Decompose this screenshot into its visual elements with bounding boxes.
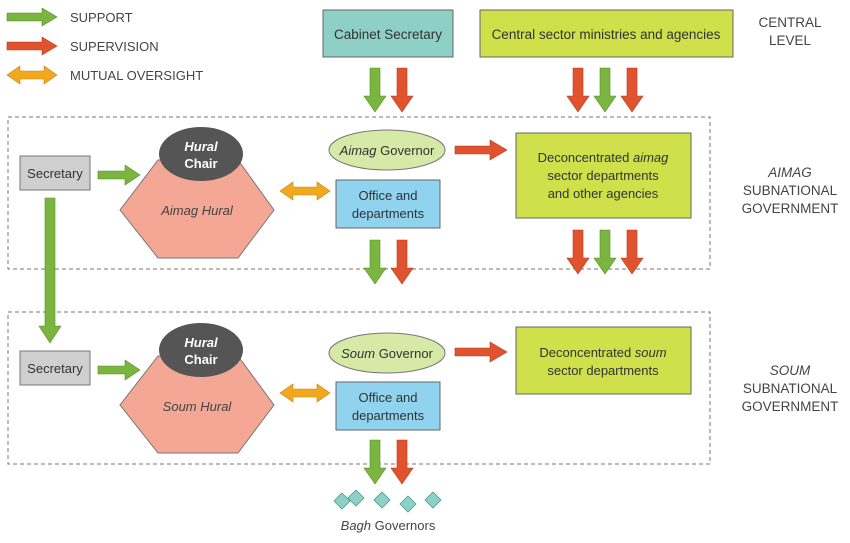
- cabinet-supervision-arrow: [390, 67, 414, 113]
- cabinet-secretary-box: [322, 9, 454, 58]
- aimag-hural-name: Aimag Hural: [160, 203, 234, 218]
- aimag-deconcentrated-box: [515, 132, 692, 219]
- aimag-decon-line1-b: aimag: [633, 150, 669, 165]
- central-ministries-box: [479, 9, 734, 58]
- aimag-office-support-arrow: [363, 239, 387, 285]
- soum-chair-line2: Chair: [184, 352, 217, 367]
- soum-decon-line2: sector departments: [547, 363, 659, 378]
- soum-level-line1: SOUM: [770, 363, 811, 378]
- legend-supervision-arrow: [6, 36, 58, 56]
- bagh-diamond-3: [373, 491, 391, 509]
- soum-governor-rest: Governor: [375, 346, 433, 361]
- aimag-decon-supervision-arrow-2: [620, 229, 644, 275]
- central-level-line1: CENTRAL: [758, 15, 822, 30]
- soum-governor: [328, 332, 446, 374]
- central-supervision-arrow-2: [620, 67, 644, 113]
- aimag-level-line2: SUBNATIONAL: [743, 183, 838, 198]
- aimag-decon-line1-a: Deconcentrated: [538, 150, 633, 165]
- legend: SUPPORT SUPERVISION MUTUAL OVERSIGHT: [6, 7, 203, 85]
- soum-secretary-box: [19, 350, 91, 386]
- aimag-governor-label: Aimag Governor: [339, 143, 435, 158]
- soum-office-line1: Office and: [358, 390, 417, 405]
- bagh-italic: Bagh: [341, 518, 371, 533]
- soum-level-line2: SUBNATIONAL: [743, 381, 838, 396]
- soum-deconcentrated-box: [515, 326, 692, 395]
- aimag-decon-line3: and other agencies: [548, 186, 659, 201]
- aimag-secretary-label: Secretary: [27, 166, 83, 181]
- aimag-governor-supervision-arrow: [454, 139, 508, 161]
- legend-support-label: SUPPORT: [70, 10, 133, 25]
- soum-decon-line1-a: Deconcentrated: [539, 345, 634, 360]
- aimag-decon-line1: Deconcentrated aimag: [538, 150, 670, 165]
- bagh-governors-label: Bagh Governors: [341, 518, 436, 533]
- aimag-office-line1: Office and: [358, 188, 417, 203]
- level-labels: CENTRAL LEVEL AIMAG SUBNATIONAL GOVERNME…: [742, 15, 839, 414]
- legend-mutual-label: MUTUAL OVERSIGHT: [70, 68, 203, 83]
- central-support-arrow: [593, 67, 617, 113]
- soum-level-line3: GOVERNMENT: [742, 399, 839, 414]
- bagh-diamond-4: [399, 495, 417, 513]
- bagh-diamond-5: [424, 491, 442, 509]
- soum-governor-label: Soum Governor: [341, 346, 433, 361]
- soum-office-line2: departments: [352, 408, 425, 423]
- aimag-secretary-support-arrow: [97, 164, 141, 186]
- aimag-office-supervision-arrow: [390, 239, 414, 285]
- legend-support-arrow: [6, 7, 58, 27]
- cabinet-support-arrow: [363, 67, 387, 113]
- soum-decon-line1-b: soum: [635, 345, 667, 360]
- secretary-vertical-support-arrow: [38, 197, 62, 344]
- aimag-level-line1: AIMAG: [767, 165, 812, 180]
- central-level-line2: LEVEL: [769, 33, 812, 48]
- aimag-governor-italic: Aimag: [339, 143, 378, 158]
- aimag-decon-supervision-arrow-1: [566, 229, 590, 275]
- soum-governor-supervision-arrow: [454, 341, 508, 363]
- aimag-secretary-box: [19, 155, 91, 191]
- central-supervision-arrow-1: [566, 67, 590, 113]
- soum-hural-name: Soum Hural: [163, 399, 233, 414]
- cabinet-secretary-label: Cabinet Secretary: [334, 27, 442, 42]
- soum-hural-chair: [159, 323, 243, 377]
- legend-mutual-arrow: [6, 65, 58, 85]
- soum-office-box: [335, 381, 441, 431]
- bagh-diamond-1: [333, 492, 351, 510]
- soum-governor-italic: Soum: [341, 346, 375, 361]
- soum-decon-line1: Deconcentrated soum: [539, 345, 666, 360]
- soum-mutual-arrow: [279, 383, 331, 403]
- bagh-diamond-2: [347, 489, 365, 507]
- aimag-mutual-arrow: [279, 181, 331, 201]
- aimag-office-box: [335, 179, 441, 229]
- soum-secretary-label: Secretary: [27, 361, 83, 376]
- soum-office-supervision-arrow: [390, 439, 414, 485]
- aimag-hural-chair: [159, 127, 243, 181]
- soum-secretary-support-arrow: [97, 359, 141, 381]
- soum-chair-line1: Hural: [184, 335, 218, 350]
- bagh-governors-diamonds: [333, 489, 442, 513]
- bagh-rest: Governors: [371, 518, 436, 533]
- central-ministries-label: Central sector ministries and agencies: [492, 27, 721, 42]
- soum-office-support-arrow: [363, 439, 387, 485]
- aimag-decon-line2: sector departments: [547, 168, 659, 183]
- aimag-level-line3: GOVERNMENT: [742, 201, 839, 216]
- aimag-decon-support-arrow: [593, 229, 617, 275]
- aimag-region: [7, 116, 711, 270]
- aimag-office-line2: departments: [352, 206, 425, 221]
- aimag-governor: [328, 129, 446, 171]
- legend-supervision-label: SUPERVISION: [70, 39, 159, 54]
- soum-region: [7, 311, 711, 465]
- aimag-chair-line2: Chair: [184, 156, 217, 171]
- aimag-governor-rest: Governor: [377, 143, 435, 158]
- aimag-chair-line1: Hural: [184, 139, 218, 154]
